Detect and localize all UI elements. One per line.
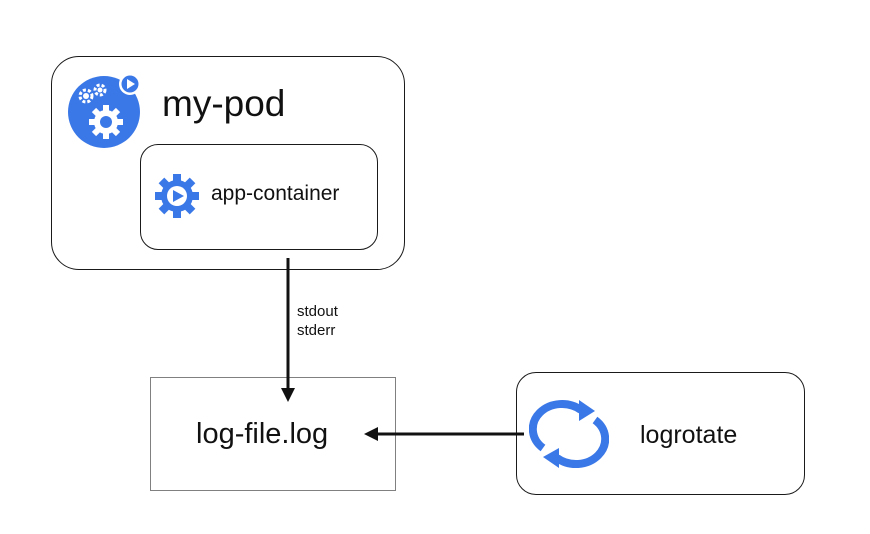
container-box bbox=[140, 144, 378, 250]
pod-box bbox=[51, 56, 405, 270]
pod-gears-icon bbox=[68, 73, 141, 148]
rotate-arrows-icon bbox=[529, 399, 609, 469]
stream-labels: stdout stderr bbox=[297, 302, 338, 340]
container-to-logfile-arrowhead bbox=[281, 388, 295, 402]
logrotate-to-logfile-arrowhead bbox=[364, 427, 378, 441]
stderr-label: stderr bbox=[297, 322, 336, 339]
pod-name-label: my-pod bbox=[162, 83, 286, 124]
stdout-label: stdout bbox=[297, 303, 338, 320]
container-gear-icon bbox=[155, 174, 199, 218]
log-file-label: log-file.log bbox=[196, 418, 329, 450]
logrotate-label: logrotate bbox=[640, 421, 738, 449]
container-name-label: app-container bbox=[211, 182, 340, 205]
